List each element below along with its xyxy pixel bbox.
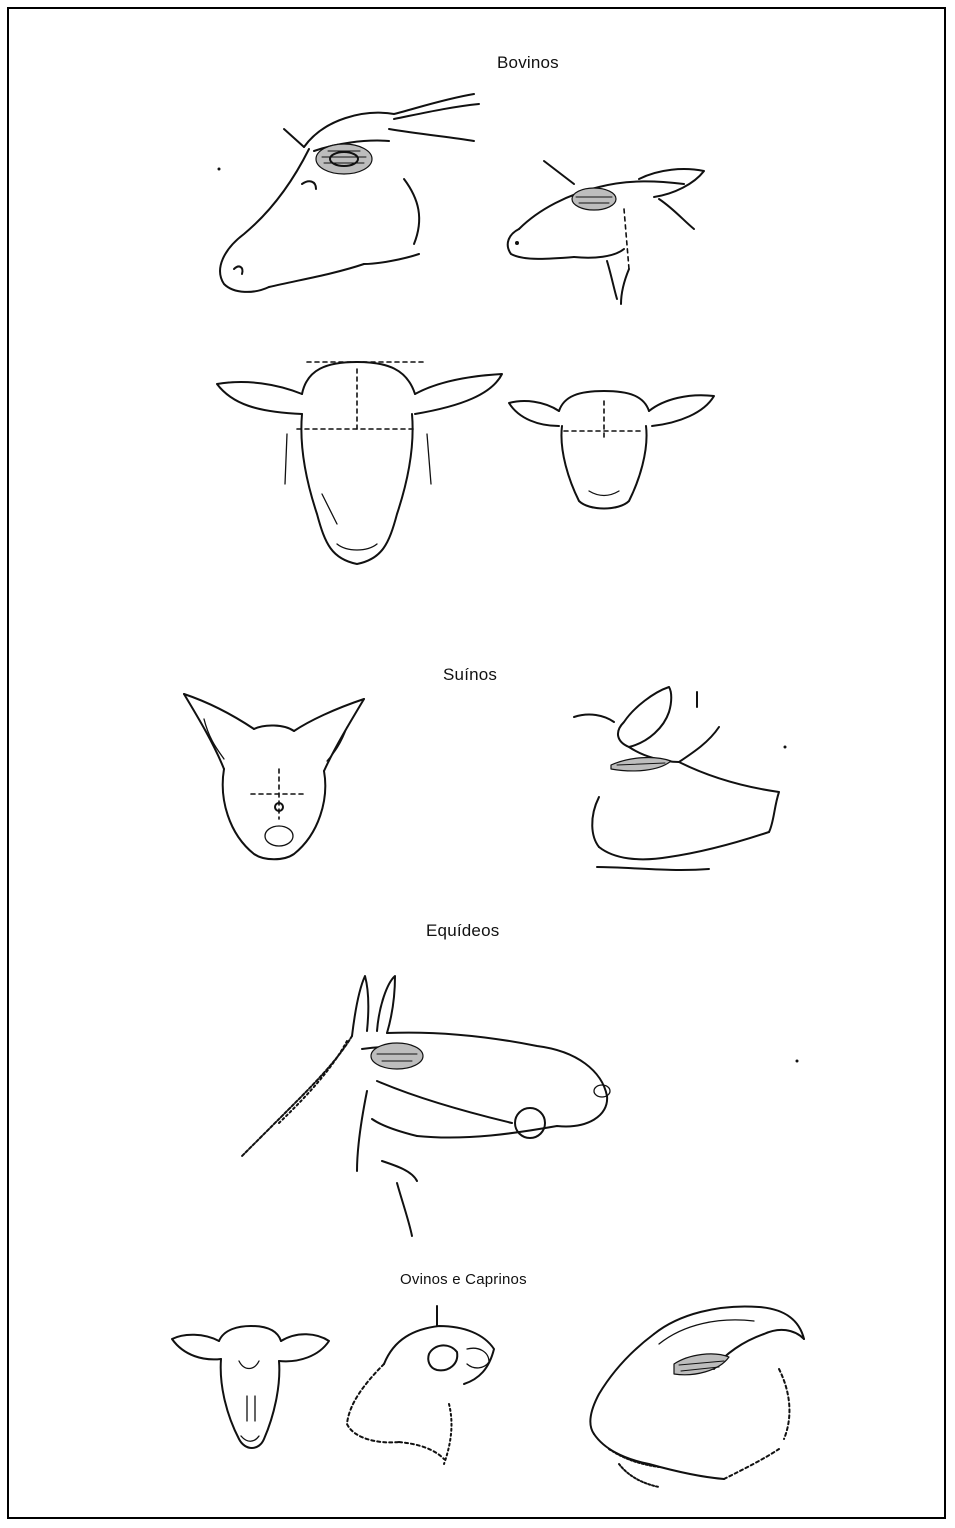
page-frame: Bovinos — [7, 7, 946, 1519]
sheep-side-head-illustration — [339, 1304, 504, 1479]
bovine-side-head-illustration — [204, 89, 494, 309]
horse-side-head-illustration — [237, 951, 637, 1241]
section-title-equideos: Equídeos — [426, 921, 499, 941]
pig-front-head-illustration — [169, 689, 379, 869]
section-title-suinos: Suínos — [443, 665, 497, 685]
sheep-front-head-illustration — [169, 1321, 334, 1461]
calf-front-head-illustration — [504, 381, 719, 521]
bovine-front-head-illustration — [207, 354, 507, 574]
goat-side-head-illustration — [579, 1299, 819, 1489]
calf-side-head-illustration — [489, 149, 729, 309]
section-title-bovinos: Bovinos — [497, 53, 559, 73]
pig-side-head-illustration — [569, 677, 789, 877]
section-title-ovinos-caprinos: Ovinos e Caprinos — [400, 1271, 527, 1288]
